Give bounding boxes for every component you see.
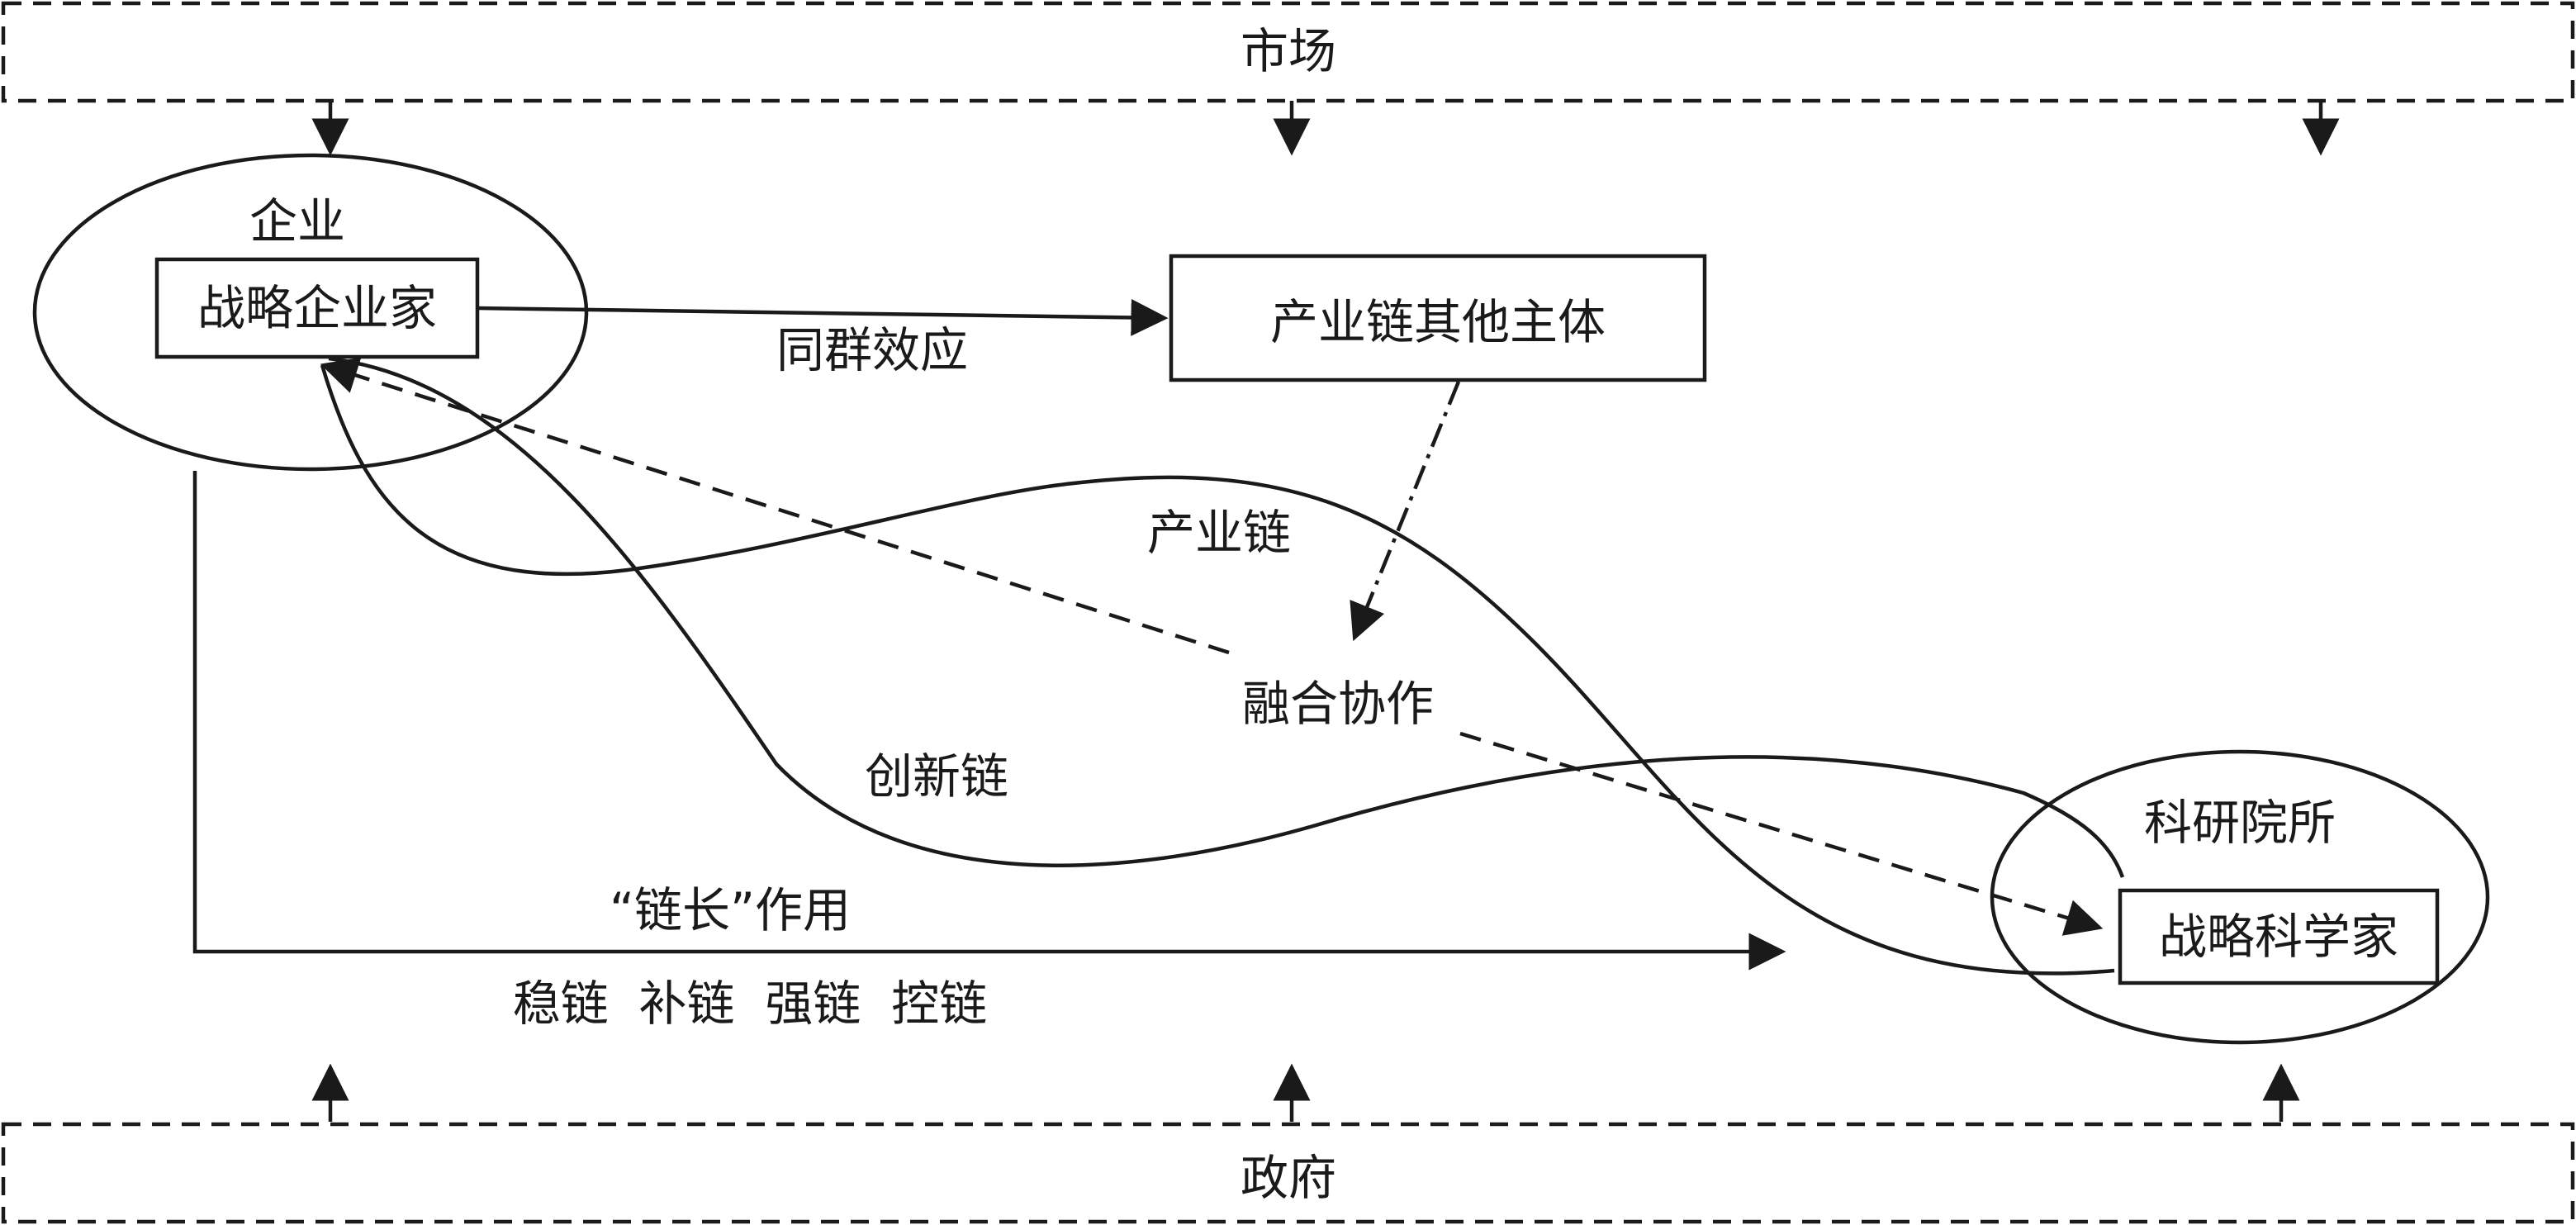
- market-label: 市场: [1241, 23, 1336, 79]
- fusion-to-entrepreneur-arrow: [320, 357, 1230, 655]
- strategic-scientist-label: 战略科学家: [2159, 909, 2398, 965]
- market-frame: [1, 1, 2575, 103]
- research-institutes-label: 科研院所: [2144, 795, 2336, 851]
- strategic-entrepreneur-label: 战略企业家: [197, 280, 437, 336]
- chain-actions-label: 稳链 补链 强链 控链: [513, 976, 988, 1032]
- other-entities-label: 产业链其他主体: [1270, 294, 1606, 350]
- research-institutes-ellipse: [1990, 749, 2490, 1045]
- chain-leader-arrow: [192, 471, 1786, 971]
- industry-chain-curve: [320, 364, 2115, 976]
- peer-effect-label: 同群效应: [776, 322, 968, 378]
- chain-leader-label: “链长”作用: [610, 882, 851, 938]
- government-label: 政府: [1241, 1150, 1336, 1206]
- fusion-collaboration-backdrop: [1212, 657, 1464, 751]
- peer-effect-arrow: [477, 298, 1169, 336]
- fusion-collaboration-label: 融合协作: [1242, 676, 1434, 732]
- enterprise-label: 企业: [249, 193, 345, 249]
- entities-to-fusion-arrow: [1350, 381, 1461, 642]
- innovation-chain-label: 创新链: [865, 748, 1008, 805]
- innovation-chain-curve: [328, 356, 2125, 878]
- enterprise-ellipse: [32, 153, 589, 472]
- industry-chain-label: 产业链: [1147, 505, 1291, 561]
- fusion-to-scientist-arrow: [1459, 731, 2104, 936]
- government-frame: [1, 1122, 2575, 1224]
- strategic-scientist-box: [2118, 888, 2440, 985]
- other-entities-box: [1169, 254, 1707, 382]
